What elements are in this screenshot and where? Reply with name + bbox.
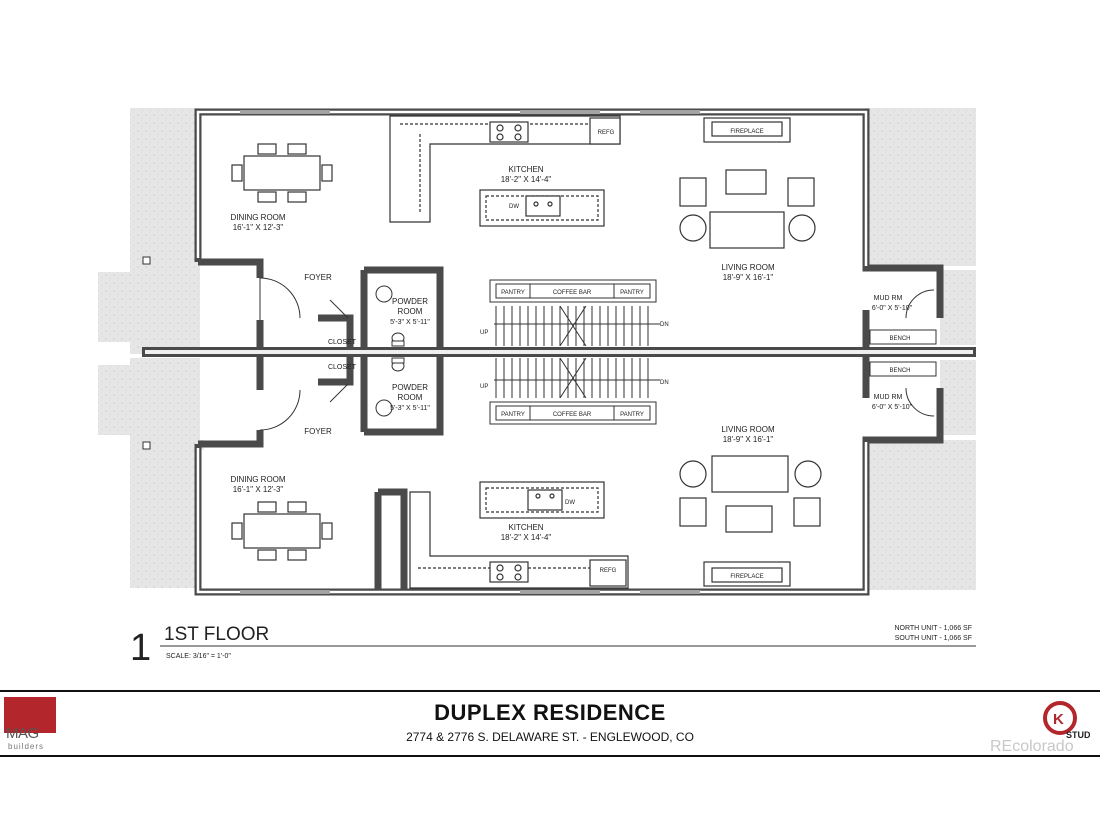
north-powder-fixtures [259,277,405,347]
north-dn: DN [660,322,669,328]
north-mudroom-dims: 6'-0" X 5'-10" [872,305,913,312]
drawing-title: 1ST FLOOR [164,624,269,645]
south-powder-name2: ROOM [398,393,423,402]
north-kitchen-dims: 18'-2" X 14'-4" [501,175,552,184]
north-coffee-bar: COFFEE BAR [553,290,592,296]
north-kitchen-counters [389,115,621,227]
mag-builders-logo: MAG builders [4,697,56,753]
south-powder-dims: 5'-3" X 5'-11" [390,405,430,412]
south-coffee-bar: COFFEE BAR [553,412,592,418]
south-powder-name1: POWDER [392,383,428,392]
title-rule-bottom [0,755,1100,757]
south-bench: BENCH [889,368,910,374]
south-mudroom [869,361,937,417]
north-kitchen-name: KITCHEN [508,165,543,174]
km-studio-text: STUDIO [1066,730,1090,740]
project-address: 2774 & 2776 S. DELAWARE ST. - ENGLEWOOD,… [406,730,694,744]
south-dw: DW [565,500,575,506]
south-foyer: FOYER [304,427,332,436]
north-unit-area: NORTH UNIT - 1,066 SF [894,625,972,632]
north-pantry-left: PANTRY [501,290,525,296]
party-wall [142,347,976,357]
north-mudroom [869,289,937,345]
north-refg: REFG [598,130,615,136]
north-mudroom-name: MUD RM [874,295,903,302]
north-foyer: FOYER [304,273,332,282]
south-kitchen-dims: 18'-2" X 14'-4" [501,533,552,542]
south-unit-area: SOUTH UNIT - 1,066 SF [895,635,972,642]
north-up: UP [480,330,488,336]
north-pantry-right: PANTRY [620,290,644,296]
south-dining-name: DINING ROOM [230,475,285,484]
km-studio-logo: K STUDIO [1043,701,1090,740]
south-kitchen-counters [409,481,629,589]
recolorado-watermark: REcolorado [990,738,1074,755]
south-mudroom-name: MUD RM [874,394,903,401]
south-living-furniture [679,455,822,587]
drawing-scale: SCALE: 3/16" = 1'-0" [166,653,231,660]
south-closet: CLOSET [328,364,357,371]
south-stairs [489,357,660,425]
north-closet: CLOSET [328,339,357,346]
south-living-dims: 18'-9" X 16'-1" [723,435,774,444]
north-dining-table [231,143,333,203]
south-living-name: LIVING ROOM [721,425,775,434]
south-fireplace: FIREPLACE [730,574,763,580]
drawing-title-block: 1 1ST FLOOR SCALE: 3/16" = 1'-0" NORTH U… [130,624,976,669]
drawing-number: 1 [130,627,151,669]
landscape [98,108,976,590]
window-lines [240,111,700,593]
north-living-dims: 18'-9" X 16'-1" [723,273,774,282]
north-powder-name2: ROOM [398,307,423,316]
north-dining-dims: 16'-1" X 12'-3" [233,223,284,232]
north-fireplace: FIREPLACE [730,129,763,135]
south-dn: DN [660,380,669,386]
title-rule-top [0,690,1100,692]
north-living-furniture [679,117,816,249]
north-unit-walls [194,108,944,347]
north-powder-dims: 5'-3" X 5'-11" [390,319,430,326]
north-bench: BENCH [889,336,910,342]
south-pantry-right: PANTRY [620,412,644,418]
mag-logo-block [4,697,56,733]
mag-logo-text: MAG [6,725,39,742]
south-pantry-left: PANTRY [501,412,525,418]
svg-text:K: K [1053,711,1064,728]
north-stairs [489,279,660,347]
south-mudroom-dims: 6'-0" X 5'-10" [872,404,913,411]
north-dining-name: DINING ROOM [230,213,285,222]
project-title: DUPLEX RESIDENCE [434,700,666,725]
north-powder-name1: POWDER [392,297,428,306]
mag-logo-subtext: builders [8,742,45,751]
north-dw: DW [509,204,519,210]
south-dining-dims: 16'-1" X 12'-3" [233,485,284,494]
south-dining-table [231,501,333,561]
south-powder-fixtures [259,357,405,431]
site-posts [142,256,151,450]
south-kitchen-name: KITCHEN [508,523,543,532]
south-unit-labels: DINING ROOM 16'-1" X 12'-3" KITCHEN 18'-… [230,364,912,580]
north-living-name: LIVING ROOM [721,263,775,272]
south-up: UP [480,384,488,390]
north-unit-labels: DINING ROOM 16'-1" X 12'-3" KITCHEN 18'-… [230,129,912,346]
south-refg: REFG [600,568,617,574]
